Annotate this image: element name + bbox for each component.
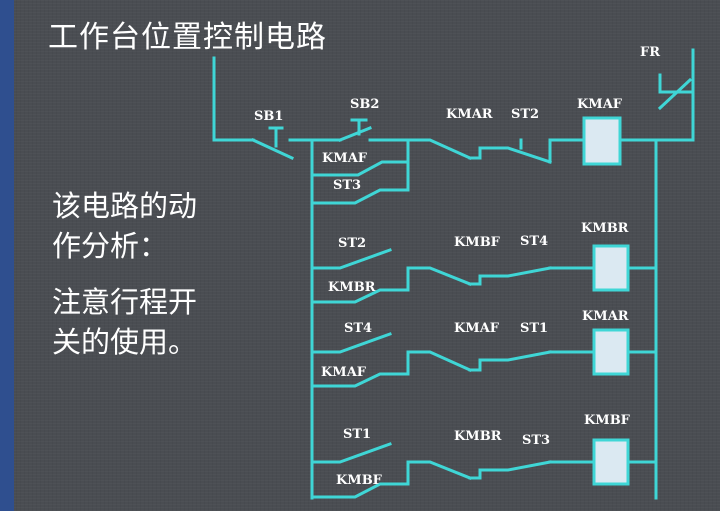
label-kmar-contact: KMAR [446,107,493,122]
switch-usage-note: 注意行程开 关的使用。 [52,282,197,362]
label-kmbf-rung2: KMBF [454,235,501,250]
label-kmaf-hold: KMAF [322,151,368,166]
label-st2-contact: ST2 [511,107,539,122]
label-kmaf-coil: KMAF [577,97,623,112]
slide-title: 工作台位置控制电路 [48,20,327,55]
coil-kmaf [582,116,622,166]
analysis-line-1: 该电路的动 [52,189,198,223]
label-kmbr-coil: KMBR [581,221,629,236]
label-st4-rung2: ST4 [520,234,548,249]
label-sb1: SB1 [254,109,283,124]
label-st4-rung3: ST4 [344,321,372,336]
label-kmbr-hold: KMBR [328,280,376,295]
label-st1-rung4: ST1 [343,427,371,442]
coil-kmar [592,328,630,376]
label-kmbf-hold: KMBF [336,473,383,488]
circuit-wiring [212,48,695,500]
label-kmar-coil: KMAR [582,309,629,324]
coil-kmbf [592,438,630,486]
label-st3-rung4: ST3 [522,433,550,448]
coil-kmbr [592,244,630,292]
label-st2-rung2: ST2 [338,236,366,251]
label-kmaf-hold-rung3: KMAF [321,365,367,380]
note-line-1: 注意行程开 [52,285,198,319]
analysis-text: 该电路的动 作分析： [52,186,197,266]
label-sb2: SB2 [350,97,379,112]
label-kmbf-coil: KMBF [584,413,631,428]
slide-accent-bar [0,0,14,511]
label-kmbr-rung4: KMBR [454,429,502,444]
label-fr: FR [640,45,660,60]
analysis-line-2: 作分析： [52,229,169,263]
label-st1-rung3: ST1 [520,321,548,336]
note-line-2: 关的使用。 [52,325,198,359]
label-kmaf-rung3: KMAF [454,321,500,336]
label-st3-parallel: ST3 [333,178,361,193]
